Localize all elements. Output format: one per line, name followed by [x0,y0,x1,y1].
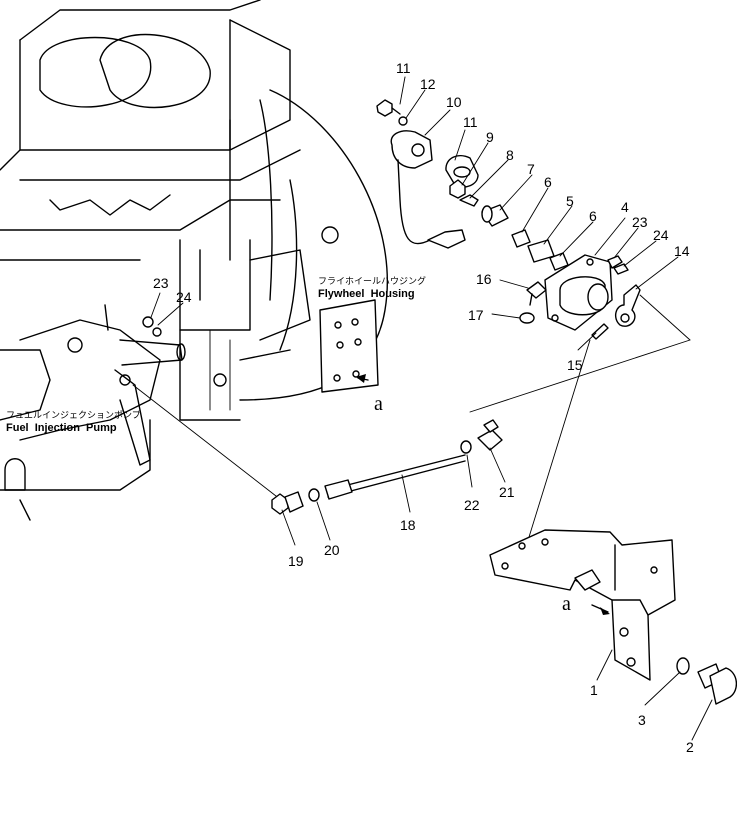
callout-3: 3 [638,712,646,728]
callout-11: 11 [463,114,478,130]
sensor-connector [427,229,466,249]
part-24-washer-left [152,327,162,337]
callout-5: 5 [566,193,574,209]
view-marker-a-bracket: a [562,593,571,615]
callout-6a: 6 [544,174,552,190]
leader-lines [142,76,713,741]
flywheel-housing-en: Flywheel Housing [318,288,415,300]
part-9-nut [449,179,466,199]
callout-22: 22 [464,497,480,513]
part-12-bolt [376,99,393,117]
callout-1: 1 [590,682,598,698]
callout-13: 12 [420,76,436,92]
part-17-washer [519,312,535,324]
part-13-washer [398,116,408,126]
part-23-nut-left [142,316,154,328]
callout-18: 18 [400,517,416,533]
linkage [132,294,691,551]
part-24-washer-right [613,263,629,275]
callout-4: 4 [621,199,629,215]
callout-numbers: 11 12 10 11 9 8 7 6 5 6 4 23 24 14 16 17… [153,60,694,755]
part-1-bracket [356,374,737,705]
callout-17: 17 [468,307,484,323]
fuel-pump-jp: フュエルインジェクションポンプ [6,410,141,421]
part-18-rod [324,479,353,500]
callout-23-right: 23 [632,214,648,230]
part-8-fitting [459,194,479,207]
callout-7: 7 [527,161,535,177]
part-6-sleeve-a [511,229,531,248]
callout-21: 21 [499,484,515,500]
callout-8: 8 [506,147,514,163]
fuel-injection-pump [0,304,186,521]
callout-2: 2 [686,739,694,755]
callout-15: 15 [567,357,583,373]
sensor-assembly [376,99,569,271]
callout-9: 9 [486,129,494,145]
engine-block [0,0,311,491]
callout-10: 10 [446,94,462,110]
callout-24-right: 24 [653,227,669,243]
view-marker-a-housing: a [374,393,383,415]
fuel-pump-en: Fuel Injection Pump [6,422,117,434]
callout-6b: 6 [589,208,597,224]
part-4-solenoid [519,254,641,340]
part-15-pin [591,323,609,340]
annotations: フライホイールハウジング Flywheel Housing フュエルインジェクシ… [6,275,571,615]
callout-23-left: 23 [153,275,169,291]
part-20-nut [308,488,320,502]
callout-16: 16 [476,271,492,287]
part-22-nut [460,440,472,454]
callout-12: 11 [396,60,411,76]
callout-24-left: 24 [176,289,192,305]
part-11-gasket [445,154,479,188]
part-3-washer [676,657,690,675]
flywheel-housing-jp: フライホイールハウジング [318,275,426,287]
callout-14: 14 [674,243,690,259]
part-2-bolt-head [709,667,737,705]
flywheel-housing [239,89,388,401]
callout-20: 20 [324,542,340,558]
part-21-joint [477,429,503,451]
part-16-bolt [526,281,547,299]
callout-19: 19 [288,553,304,569]
